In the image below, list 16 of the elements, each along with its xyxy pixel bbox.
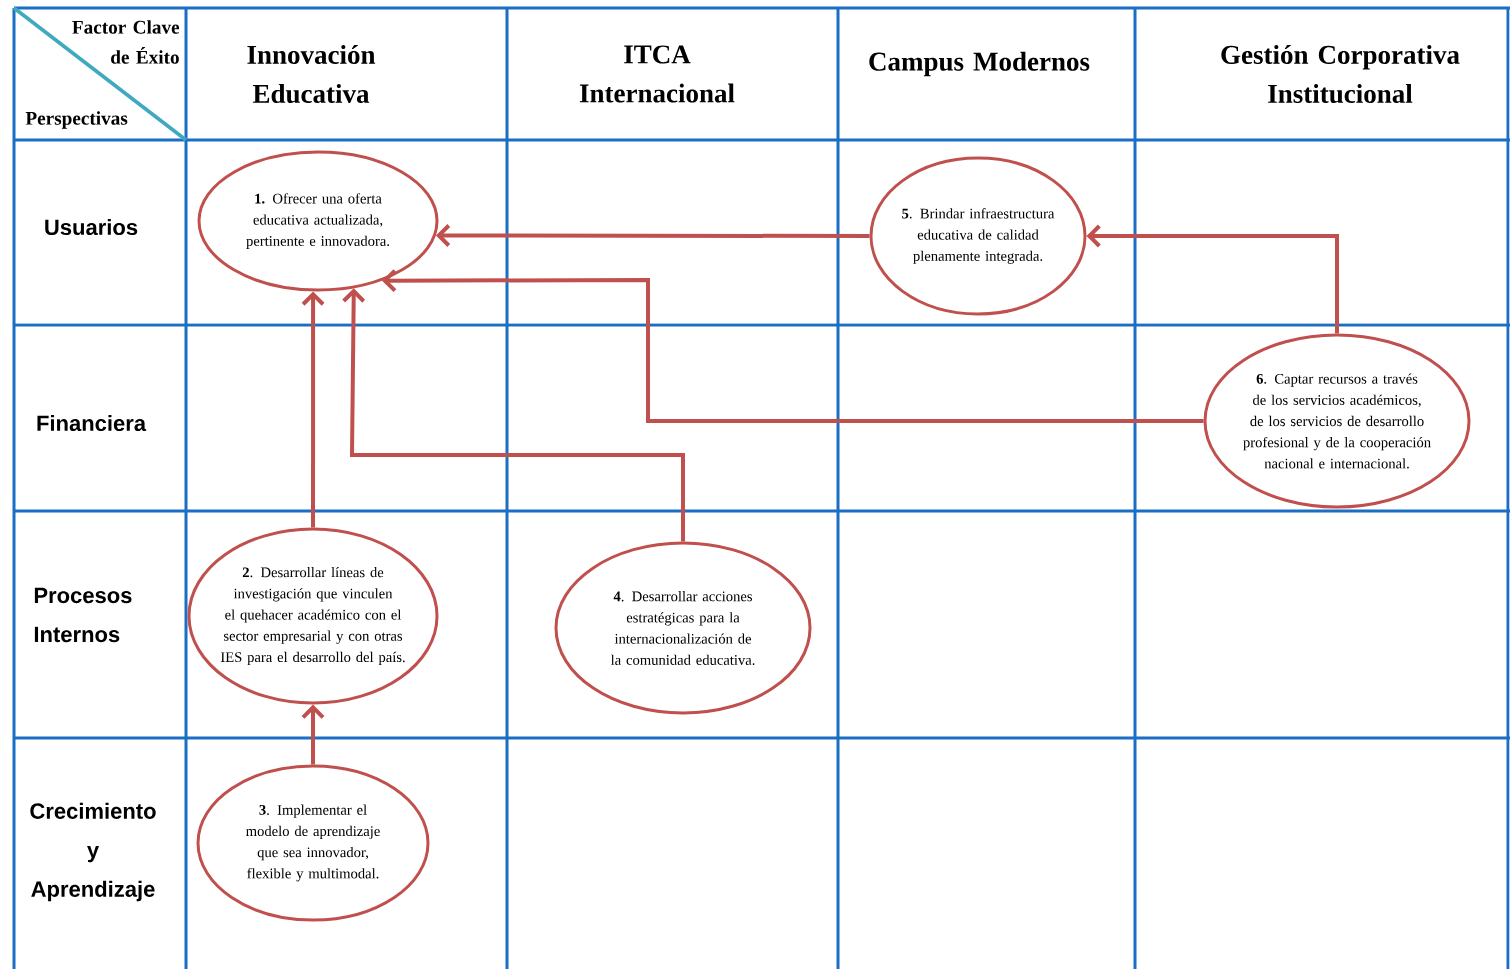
arrow [382,269,1204,423]
arrow [1086,224,1339,334]
arrow [342,288,685,542]
column-header: Gestión Corporativa Institucional [1221,44,1460,104]
arrow [435,224,870,247]
arrow [301,291,325,528]
row-header: Procesos Internos [34,587,132,643]
column-header: Innovación Educativa [247,44,376,104]
column-header: ITCA Internacional [579,45,735,103]
row-header: Financiera [37,414,147,432]
row-header: Usuarios [45,218,138,236]
column-header: Campus Modernos [869,51,1090,77]
corner-label: Perspectivas [25,111,128,129]
row-header: Crecimiento y Aprendizaje [30,802,156,902]
corner-label: Factor Clave de Éxito [72,20,180,64]
arrow [301,704,325,765]
